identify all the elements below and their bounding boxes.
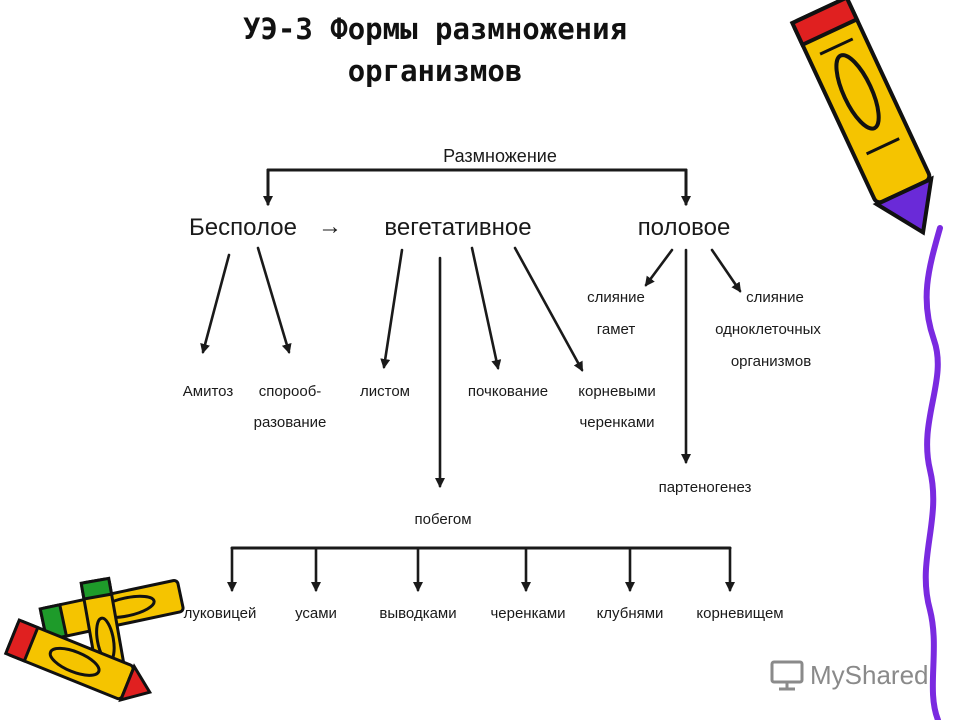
shoot-distribution-arrows [227,546,735,592]
vegetative-arrows [380,246,584,488]
rhizome-label: корневищем [696,605,783,622]
asexual-label: Бесполое [189,214,297,241]
title-line-2: организмов [347,54,523,88]
root-cuttings-label-2: черенками [579,414,654,431]
tubers-label: клубнями [597,605,664,622]
root-cuttings-label-1: корневыми [578,383,655,400]
runners-label: усами [295,605,337,622]
sporulation-label-2: разование [254,414,327,431]
watermark: MyShared [770,655,929,695]
bulb-label: луковицей [184,605,257,622]
watermark-text: MyShared [810,659,929,690]
sexual-arrows [644,248,742,464]
budding-label: почкование [468,383,548,400]
shoot-label: побегом [414,511,471,528]
root-label: Размножение [443,146,557,166]
gamete-fusion-label-2: гамет [597,321,636,338]
slide-title: УЭ-3 Формы размножения организмов [140,8,730,92]
sexual-label: половое [638,214,731,241]
parthenogenesis-label: партеногенез [659,479,752,496]
asexual-vegetative-arrow: → [318,213,342,240]
asexual-arrows [200,246,292,354]
cuttings-label: черенками [490,605,565,622]
sporulation-label-1: спорооб- [259,383,322,400]
amitosis-label: Амитоз [183,383,234,400]
root-connector [263,168,691,206]
pencil-icon [789,0,934,236]
decorative-border [922,225,943,720]
vegetative-label: вегетативное [384,214,531,241]
broods-label: выводками [379,605,456,622]
pencil-icon [3,618,153,703]
presentation-icon [770,660,804,691]
unicellular-fusion-label-2: одноклеточных [715,321,821,338]
title-line-1: УЭ-3 Формы размножения [242,12,628,46]
unicellular-fusion-label-1: слияние [746,289,804,306]
leaf-label: листом [360,383,410,400]
unicellular-fusion-label-3: организмов [731,353,811,370]
gamete-fusion-label-1: слияние [587,289,645,306]
